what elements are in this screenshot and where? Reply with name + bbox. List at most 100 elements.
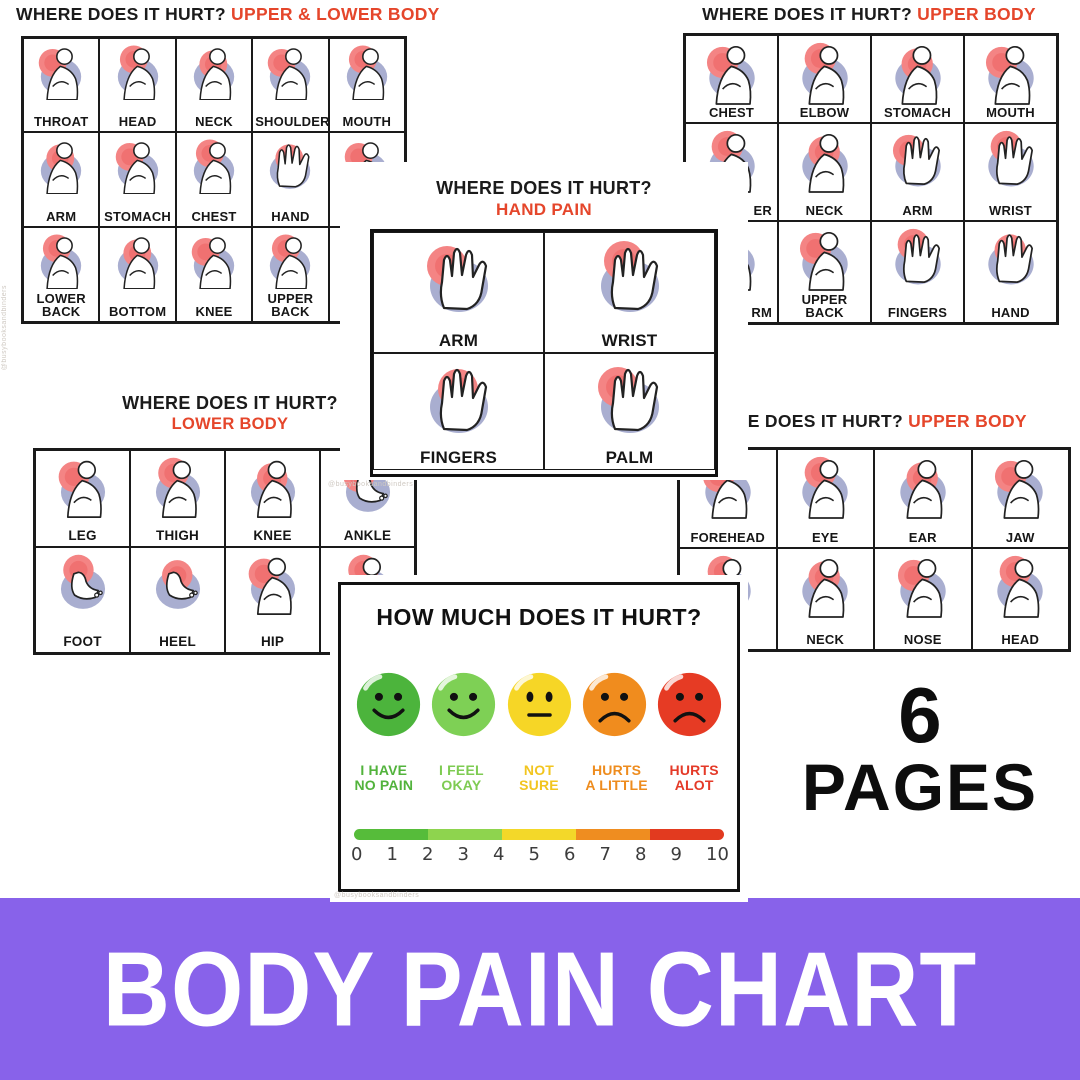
pain-cell-label: FINGERS [420, 447, 497, 467]
pain-face-label: NOT SURE [519, 762, 559, 793]
page-title-black: WHERE DOES IT HURT? [436, 178, 652, 198]
scale-number: 6 [564, 844, 576, 865]
pain-cell-arm: ARM [23, 132, 100, 227]
person-figure-illustration [253, 42, 327, 101]
pain-cell-label: HAND [271, 208, 310, 224]
pain-cell-label: MOUTH [986, 104, 1035, 120]
pain-cell-label: FOREHEAD [690, 529, 766, 545]
person-figure-illustration [686, 39, 777, 105]
pain-cell-label: NECK [195, 113, 233, 129]
person-figure-illustration [24, 42, 98, 101]
person-figure-illustration [131, 454, 224, 518]
scale-number: 5 [528, 844, 540, 865]
pain-cell-eye: EYE [776, 449, 874, 548]
page-title-black: WHERE DOES IT HURT? [16, 4, 226, 24]
pain-cell-knee: KNEE [175, 227, 253, 322]
pain-cell-arm: ARM [871, 123, 964, 221]
scale-number: 2 [422, 844, 434, 865]
pain-cell-stomach: STOMACH [871, 35, 964, 123]
pain-cell-chest: CHEST [685, 35, 778, 123]
person-figure-illustration [973, 552, 1069, 618]
pain-cell-label: BOTTOM [108, 303, 167, 319]
pain-cell-label: ELBOW [799, 104, 850, 120]
pain-face-label: HURTS ALOT [669, 762, 719, 793]
pain-cell-label: STOMACH [104, 208, 172, 224]
body-part-grid: FOREHEAD EYE EAR JAW NECK NOSE [677, 447, 1071, 652]
pain-cell-label: NECK [805, 202, 844, 218]
pain-cell-label: HEAD [1001, 631, 1040, 647]
pain-cell-heel: HEEL [130, 547, 225, 653]
person-figure-illustration [875, 453, 971, 519]
pain-cell-label: THROAT [33, 113, 89, 129]
person-figure-illustration [177, 42, 251, 101]
pain-cell-label: NECK [806, 631, 845, 647]
pain-cell-label: WRIST [989, 202, 1032, 218]
person-figure-illustration [778, 552, 874, 618]
person-figure-illustration [226, 551, 319, 615]
hand-pain-grid: ARM WRIST FINGERS PALM [370, 229, 718, 477]
pain-cell-label: FOOT [63, 634, 102, 650]
page-title-red: UPPER BODY [908, 411, 1027, 431]
person-figure-illustration [177, 136, 251, 195]
pain-cell-label: ARM [438, 330, 479, 350]
page-title-red: HAND PAIN [496, 200, 592, 219]
person-figure-illustration [875, 552, 971, 618]
pain-face-smile [355, 671, 422, 743]
pain-cell-wrist: WRIST [964, 123, 1057, 221]
pain-cell-label: UPPER BACK [267, 291, 314, 319]
page-count-number: 6 [898, 671, 942, 759]
scale-number: 1 [386, 844, 398, 865]
pain-cell-lower-back: LOWER BACK [23, 227, 100, 322]
pain-cell-foot: FOOT [35, 547, 130, 653]
person-figure-illustration [779, 39, 870, 105]
pain-cell-label: MOUTH [342, 113, 392, 129]
hand-figure-illustration [253, 136, 327, 194]
person-figure-illustration [177, 231, 251, 290]
product-title-banner: BODY PAIN CHART [0, 898, 1080, 1080]
scale-number: 0 [351, 844, 363, 865]
pain-cell-head: HEAD [99, 38, 176, 132]
pain-cell-label: KNEE [195, 303, 233, 319]
pain-cell-jaw: JAW [971, 449, 1069, 548]
hand-figure-illustration [872, 225, 963, 291]
watermark: @busybooksandbinders [1, 285, 8, 371]
pain-scale-faces [355, 671, 723, 743]
pain-cell-label: RM [751, 304, 772, 320]
person-figure-illustration [226, 454, 319, 518]
person-figure-illustration [973, 453, 1069, 519]
pain-cell-neck: NECK [776, 548, 874, 650]
pain-scale-gradient-bar [354, 829, 724, 840]
person-figure-illustration [24, 136, 98, 195]
pain-cell-knee: KNEE [225, 450, 320, 547]
body-part-grid: LEG THIGH KNEE ANKLE FOOT HEEL HIP [33, 448, 417, 655]
scale-number: 9 [670, 844, 682, 865]
person-figure-illustration [24, 231, 98, 290]
pain-face-frown [581, 671, 648, 743]
person-figure-illustration [965, 39, 1056, 105]
pain-cell-label: EYE [811, 529, 839, 545]
pain-cell-label: CHEST [708, 104, 755, 120]
pain-cell-chest: CHEST [175, 132, 253, 227]
pain-face-label: HURTS A LITTLE [585, 762, 648, 793]
hand-figure-illustration [545, 236, 714, 320]
pain-cell-mouth: MOUTH [964, 35, 1057, 123]
pain-cell-label: UPPER BACK [801, 292, 848, 320]
hand-figure-illustration [374, 236, 543, 320]
product-title: BODY PAIN CHART [102, 929, 978, 1048]
page-title-black: WHERE DOES IT HURT? [702, 4, 912, 24]
scale-number: 3 [457, 844, 469, 865]
pain-cell-label: NOSE [903, 631, 942, 647]
pain-cell-bottom: BOTTOM [99, 227, 176, 322]
watermark: @busybooksandbinders [328, 481, 414, 488]
page-title: WHERE DOES IT HURT? LOWER BODY [30, 393, 430, 434]
scale-number: 8 [635, 844, 647, 865]
pain-cell-label: ER [753, 202, 772, 218]
pain-cell-label: EAR [908, 529, 937, 545]
pain-cell-elbow: ELBOW [778, 35, 871, 123]
pain-cell-label: LEG [68, 528, 97, 544]
pain-cell-fingers: FINGERS [373, 353, 544, 470]
pain-cell-ear: EAR [874, 449, 972, 548]
person-figure-illustration [100, 231, 174, 290]
